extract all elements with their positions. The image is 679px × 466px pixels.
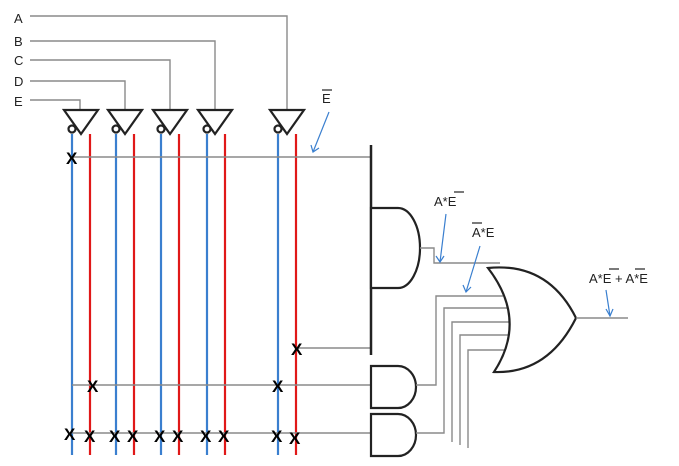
annotation-e-bar: E xyxy=(310,89,332,153)
annotation-output: A*E + A*E xyxy=(589,268,648,318)
crosspoint-mark: X xyxy=(154,427,166,446)
arrowhead xyxy=(310,144,320,153)
buffer-gate-c xyxy=(150,108,190,136)
annotation-arrow xyxy=(312,111,330,153)
input-wire-a xyxy=(30,15,288,110)
buffer-gate-a xyxy=(267,108,307,136)
input-label-c: C xyxy=(14,53,23,68)
and2-to-or-wire xyxy=(416,295,503,386)
annotation-e-bar-text: E xyxy=(322,91,331,106)
or-input-wire-5 xyxy=(459,334,510,445)
arrowhead xyxy=(462,284,472,294)
annotation-output-text: A*E + A*E xyxy=(589,271,648,286)
input-label-e: E xyxy=(14,94,23,109)
input-wire-b xyxy=(30,40,216,110)
input-label-a: A xyxy=(14,11,23,26)
crosspoint-mark: X xyxy=(289,429,301,448)
or-input-wire-4 xyxy=(451,321,510,442)
annotation-arrow xyxy=(439,213,447,263)
annotation-a-and-ebar-text: A*E xyxy=(434,194,457,209)
and-gate-2 xyxy=(369,364,418,410)
arrowhead xyxy=(605,308,614,318)
crosspoint-group: X X X X X X X X X X X X X X xyxy=(64,149,303,448)
crosspoint-mark: X xyxy=(84,427,96,446)
crosspoint-mark: X xyxy=(64,425,76,444)
buffer-gate-e xyxy=(61,108,101,136)
or-gate xyxy=(485,266,578,374)
crosspoint-mark: X xyxy=(291,340,303,359)
crosspoint-mark: X xyxy=(127,427,139,446)
crosspoint-mark: X xyxy=(66,149,78,168)
crosspoint-mark: X xyxy=(272,377,284,396)
input-line-group xyxy=(70,134,298,455)
annotation-abar-and-e-text: A*E xyxy=(472,225,495,240)
and3-to-or-wire xyxy=(416,307,507,434)
crosspoint-mark: X xyxy=(218,427,230,446)
buffer-gate-b xyxy=(195,108,235,136)
input-wire-e xyxy=(30,99,81,110)
and-gate-3 xyxy=(369,412,418,458)
annotation-arrow xyxy=(605,289,611,317)
annotation-arrow xyxy=(465,245,481,293)
crosspoint-mark: X xyxy=(200,427,212,446)
and1-to-or-wire xyxy=(420,247,500,264)
arrowhead xyxy=(435,255,445,264)
input-wire-c xyxy=(30,59,171,110)
annotation-abar-and-e: A*E xyxy=(462,222,495,294)
crosspoint-mark: X xyxy=(109,427,121,446)
annotation-a-and-ebar: A*E xyxy=(434,191,464,264)
input-label-b: B xyxy=(14,34,23,49)
input-label-d: D xyxy=(14,74,23,89)
buffer-gate-d xyxy=(105,108,145,136)
crosspoint-mark: X xyxy=(87,377,99,396)
crosspoint-mark: X xyxy=(172,427,184,446)
crosspoint-mark: X xyxy=(271,427,283,446)
input-wire-d xyxy=(30,80,126,110)
or-input-wire-6 xyxy=(467,349,505,448)
and-gate-1 xyxy=(369,206,422,290)
